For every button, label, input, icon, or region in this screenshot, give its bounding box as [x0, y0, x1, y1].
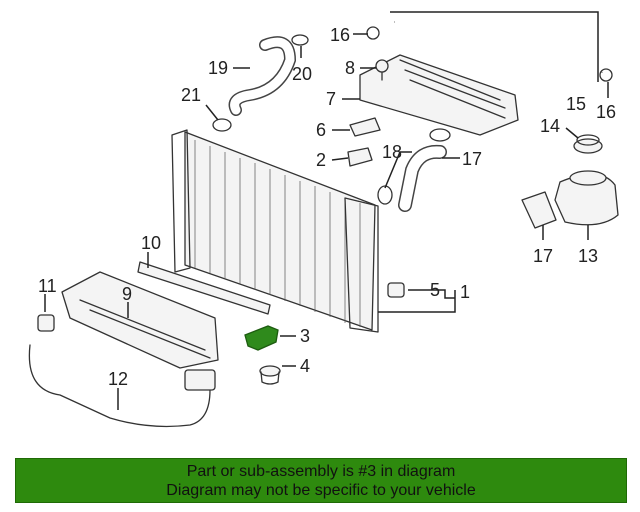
hose-clamp-lower [212, 118, 232, 132]
surge-tank-bracket [521, 191, 557, 229]
upper-air-baffle [359, 54, 519, 136]
push-pin-8 [375, 59, 389, 81]
callout-16-right: 16 [596, 102, 616, 122]
overflow-hose [394, 20, 604, 73]
callout-3: 3 [300, 326, 310, 346]
part-info-banner: Part or sub-assembly is #3 in diagram Di… [15, 458, 627, 503]
bracket-6 [349, 117, 381, 137]
lower-air-baffle [61, 271, 219, 369]
callout-19: 18 [382, 142, 402, 162]
banner-line-part: Part or sub-assembly is #3 in diagram [186, 462, 456, 480]
exploded-parts-diagram: 3 4 1 5 10 9 11 12 2 6 7 8 16 15 16 14 1… [28, 11, 619, 428]
surge-tank-cap [573, 134, 603, 154]
surge-tank [554, 170, 619, 226]
lower-radiator-hose [398, 144, 447, 212]
upper-radiator-hose [228, 36, 297, 116]
callout-leaders [44, 33, 609, 410]
callout-14: 14 [540, 116, 560, 136]
hose-clamp-upper [291, 34, 309, 46]
callout-4: 4 [300, 356, 310, 376]
callout-6: 6 [316, 120, 326, 140]
callout-13: 13 [578, 246, 598, 266]
highlighted-part-3[interactable] [244, 325, 279, 351]
callout-16-left: 16 [330, 25, 350, 45]
callout-2: 2 [316, 150, 326, 170]
callout-17: 17 [533, 246, 553, 266]
callout-18: 17 [462, 149, 482, 169]
bracket-15 [390, 11, 599, 82]
sensor-11 [37, 314, 55, 332]
seal-10 [137, 261, 271, 315]
callout-labels: 3 4 1 5 10 9 11 12 2 6 7 8 16 15 16 14 1… [38, 25, 616, 389]
hose-clamp-16-right [599, 68, 613, 82]
callout-12: 12 [108, 369, 128, 389]
callout-21-lower: 21 [181, 85, 201, 105]
banner-line-disclaimer: Diagram may not be specific to your vehi… [166, 481, 476, 499]
callout-5: 5 [430, 280, 440, 300]
callout-9: 9 [122, 284, 132, 304]
callout-8: 8 [345, 58, 355, 78]
wiring-harness-12 [28, 344, 216, 428]
hose-clamp-16-left [366, 26, 380, 40]
callout-15: 15 [566, 94, 586, 114]
radiator-core [171, 129, 379, 333]
callout-7: 7 [326, 89, 336, 109]
callout-10: 10 [141, 233, 161, 253]
callout-21-upper: 20 [292, 64, 312, 84]
callout-1: 1 [460, 282, 470, 302]
hose-clamp-19 [377, 128, 451, 205]
callout-11: 11 [38, 276, 57, 296]
grommet-4 [259, 365, 281, 385]
bracket-2 [347, 147, 373, 167]
sensor-5 [387, 282, 405, 298]
callout-20: 19 [208, 58, 228, 78]
